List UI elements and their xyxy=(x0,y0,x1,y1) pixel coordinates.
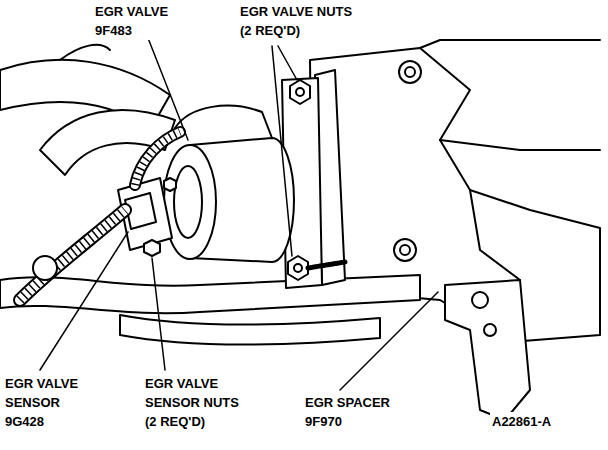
casting-edge xyxy=(440,140,600,150)
leader-line xyxy=(278,46,297,80)
hex-nut xyxy=(144,240,160,256)
leader-line xyxy=(152,258,165,370)
leader-line xyxy=(272,46,292,256)
hose-end xyxy=(33,256,57,280)
leader-line xyxy=(340,292,438,390)
hex-nut xyxy=(296,88,304,96)
wiring-loom xyxy=(20,210,125,300)
egr-valve-face xyxy=(164,145,216,259)
hose-detail xyxy=(60,45,110,60)
wiring-loom xyxy=(135,132,180,185)
bracket-hole xyxy=(484,324,496,336)
egr-valve-face xyxy=(174,166,202,238)
bolt-head xyxy=(399,61,421,83)
bolt-head xyxy=(472,292,488,308)
wiring-loom xyxy=(20,210,125,300)
hex-nut xyxy=(290,80,310,104)
callout-label: EGR SPACER 9F970 xyxy=(303,393,407,431)
callout-label: EGR VALVE NUTS (2 REQ'D) xyxy=(238,2,360,40)
lower-hose xyxy=(0,275,420,313)
wiring-loom xyxy=(135,132,180,185)
callout-label: EGR VALVE SENSOR 9G428 xyxy=(3,374,89,431)
hex-nut xyxy=(294,264,302,272)
leader-line xyxy=(148,38,188,140)
callout-label: EGR VALVE SENSOR NUTS (2 REQ'D) xyxy=(143,374,247,431)
wiring-loom xyxy=(135,132,180,185)
hex-nut xyxy=(288,256,308,280)
casting-edge xyxy=(470,190,520,280)
valve-vacuum-line xyxy=(175,106,272,138)
casting-edge xyxy=(420,40,600,48)
stud-thread xyxy=(308,262,345,268)
hex-nut xyxy=(164,178,176,191)
callout-label: EGR VALVE 9F483 xyxy=(93,2,177,40)
leader-line xyxy=(40,232,128,370)
bolt-head xyxy=(400,245,410,255)
wiring-loom xyxy=(20,210,125,300)
bracket xyxy=(445,280,530,420)
callout-label: A22861-A xyxy=(490,412,594,431)
bolt-head xyxy=(394,239,416,261)
bolt-head xyxy=(405,67,415,77)
